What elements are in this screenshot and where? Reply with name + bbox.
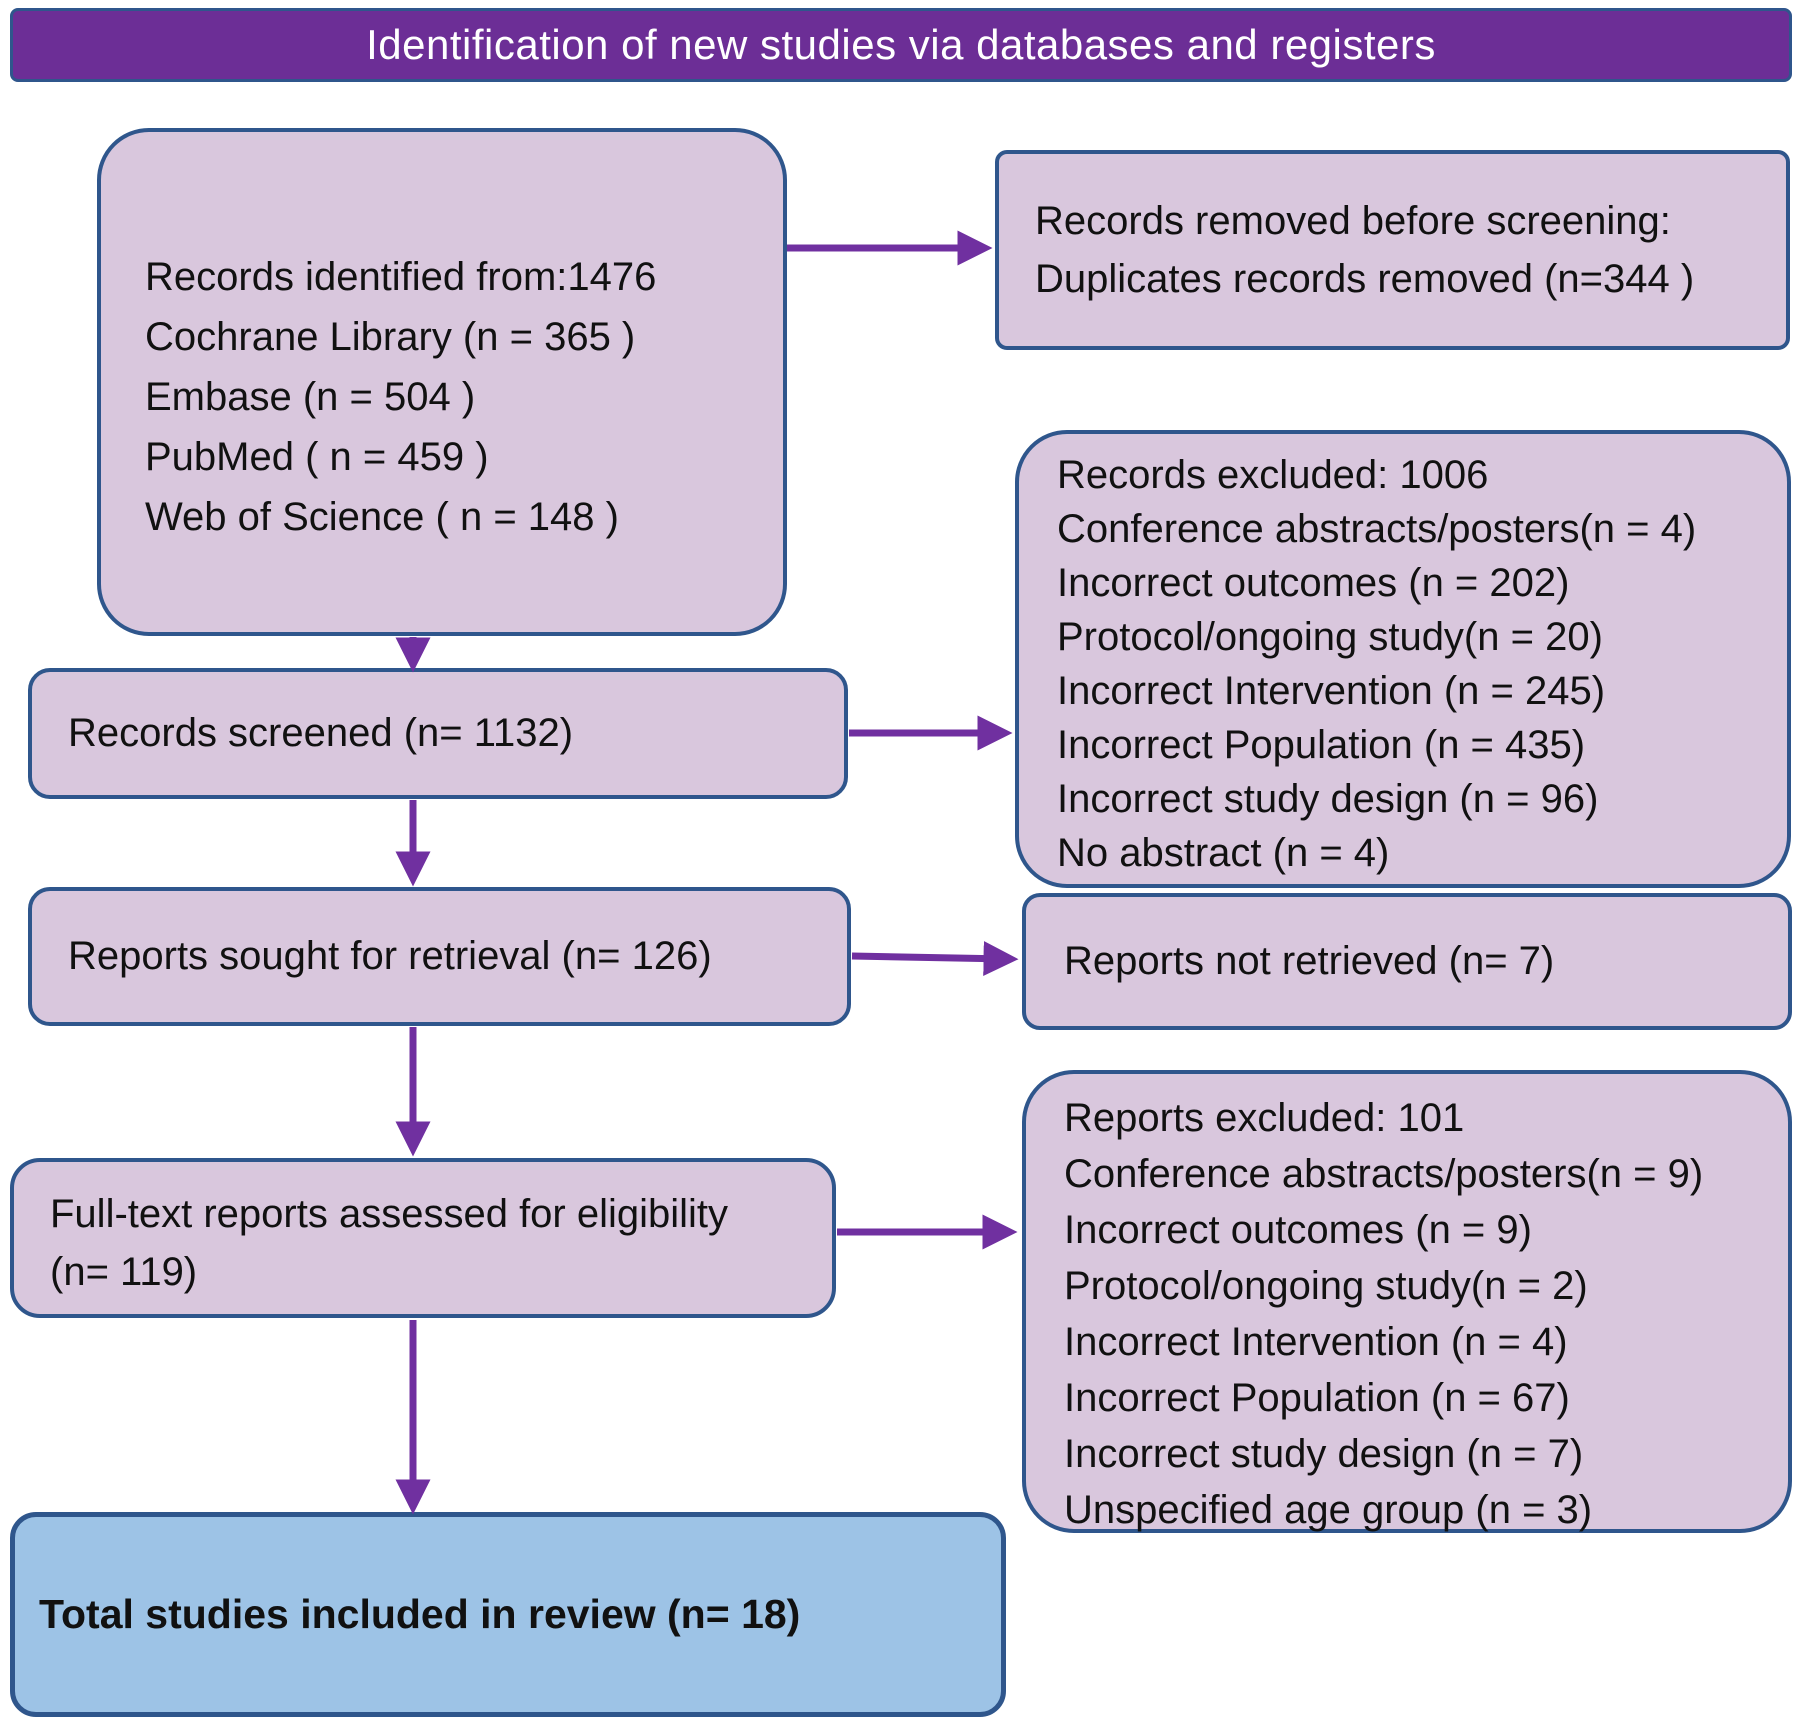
- box-fulltext-assessed: Full-text reports assessed for eligibili…: [10, 1158, 836, 1318]
- diagram-title: Identification of new studies via databa…: [366, 21, 1436, 68]
- text-line: Incorrect study design (n = 96): [1057, 777, 1599, 821]
- box-text: Reports not retrieved (n= 7): [1064, 939, 1555, 983]
- text-line: Incorrect outcomes (n = 202): [1057, 561, 1570, 605]
- text-line: Records removed before screening:: [1035, 199, 1671, 243]
- text-line: Incorrect Population (n = 435): [1057, 723, 1586, 767]
- text-line: Cochrane Library (n = 365 ): [145, 315, 636, 359]
- title-banner: Identification of new studies via databa…: [10, 8, 1792, 82]
- box-reports-sought: Reports sought for retrieval (n= 126): [28, 887, 851, 1026]
- text-line: Incorrect Intervention (n = 4): [1064, 1320, 1568, 1364]
- text-line: Conference abstracts/posters(n = 9): [1064, 1152, 1704, 1196]
- text-line: PubMed ( n = 459 ): [145, 435, 489, 479]
- text-line: Duplicates records removed (n=344 ): [1035, 257, 1695, 301]
- text-line: Conference abstracts/posters(n = 4): [1057, 507, 1697, 551]
- text-line: Full-text reports assessed for eligibili…: [50, 1192, 729, 1236]
- box-text: Reports sought for retrieval (n= 126): [68, 934, 712, 978]
- text-line: Records excluded: 1006: [1057, 453, 1489, 497]
- text-line: (n= 119): [50, 1250, 198, 1294]
- text-line: No abstract (n = 4): [1057, 831, 1390, 875]
- text-line: Incorrect Intervention (n = 245): [1057, 669, 1606, 713]
- box-records-screened: Records screened (n= 1132): [28, 668, 848, 799]
- text-line: Incorrect study design (n = 7): [1064, 1432, 1584, 1476]
- box-reports-not-retrieved: Reports not retrieved (n= 7): [1022, 893, 1792, 1030]
- arrow-sought-to-not-retrieved: [851, 941, 1019, 977]
- text-line: Protocol/ongoing study(n = 2): [1064, 1264, 1588, 1308]
- text-line: Unspecified age group (n = 3): [1064, 1488, 1593, 1532]
- box-text: Records screened (n= 1132): [68, 711, 574, 755]
- box-total-included: Total studies included in review (n= 18): [10, 1512, 1006, 1717]
- text-line: Reports excluded: 101: [1064, 1096, 1465, 1140]
- box-records-removed-before-screening: Records removed before screening: Duplica…: [995, 150, 1790, 350]
- text-line: Records identified from:1476: [145, 255, 657, 299]
- text-line: Incorrect Population (n = 67): [1064, 1376, 1570, 1420]
- text-line: Protocol/ongoing study(n = 20): [1057, 615, 1603, 659]
- text-line: Embase (n = 504 ): [145, 375, 476, 419]
- text-line: Incorrect outcomes (n = 9): [1064, 1208, 1532, 1252]
- box-text: Total studies included in review (n= 18): [39, 1591, 801, 1637]
- text-line: Web of Science ( n = 148 ): [145, 495, 619, 539]
